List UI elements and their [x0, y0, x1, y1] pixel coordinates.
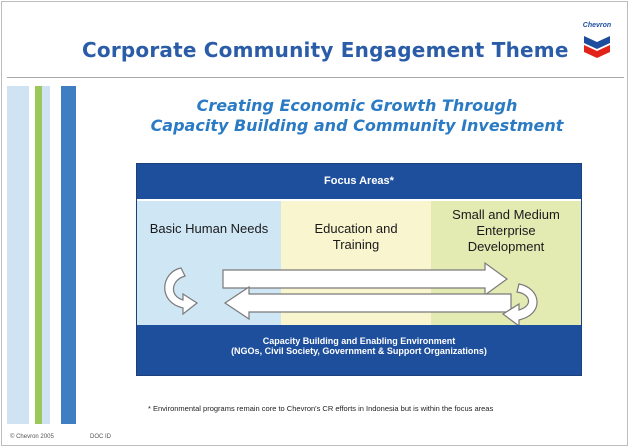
- left-arrow-icon: [223, 285, 512, 321]
- decor-stripe-pale: [42, 86, 50, 424]
- focus-areas-header: Focus Areas*: [137, 164, 581, 199]
- footer-line-1: Capacity Building and Enabling Environme…: [262, 336, 456, 346]
- column-basic-human-needs: Basic Human Needs: [137, 201, 281, 325]
- title-divider: [7, 77, 624, 78]
- right-arrow-icon: [222, 261, 509, 297]
- column-label: Education and Training: [314, 221, 398, 252]
- logo-text: Chevron: [582, 22, 612, 29]
- subtitle-line-1: Creating Economic Growth Through: [196, 96, 518, 115]
- capacity-building-bar: Capacity Building and Enabling Environme…: [137, 325, 581, 375]
- curved-arrow-right-icon: [501, 283, 538, 328]
- slide-subtitle: Creating Economic Growth Through Capacit…: [107, 96, 607, 136]
- column-label: Basic Human Needs: [149, 221, 269, 236]
- focus-areas-diagram: Focus Areas* Basic Human Needs Education…: [136, 163, 582, 376]
- decor-stripe-green: [35, 86, 42, 424]
- footnote: * Environmental programs remain core to …: [148, 404, 494, 413]
- curved-arrow-left-icon: [164, 267, 199, 316]
- chevron-logo-icon: Chevron: [580, 22, 614, 58]
- column-label: Small and Medium Enterprise Development: [452, 207, 560, 254]
- decor-stripe-light-blue: [7, 86, 29, 424]
- doc-id-text: DOC ID: [90, 434, 111, 440]
- footer-line-2: (NGOs, Civil Society, Government & Suppo…: [231, 346, 487, 356]
- subtitle-line-2: Capacity Building and Community Investme…: [150, 116, 564, 135]
- slide-title: Corporate Community Engagement Theme: [82, 38, 569, 62]
- decor-stripe-blue: [61, 86, 76, 424]
- copyright-text: © Chevron 2005: [10, 434, 54, 440]
- flow-arrows: [164, 261, 538, 328]
